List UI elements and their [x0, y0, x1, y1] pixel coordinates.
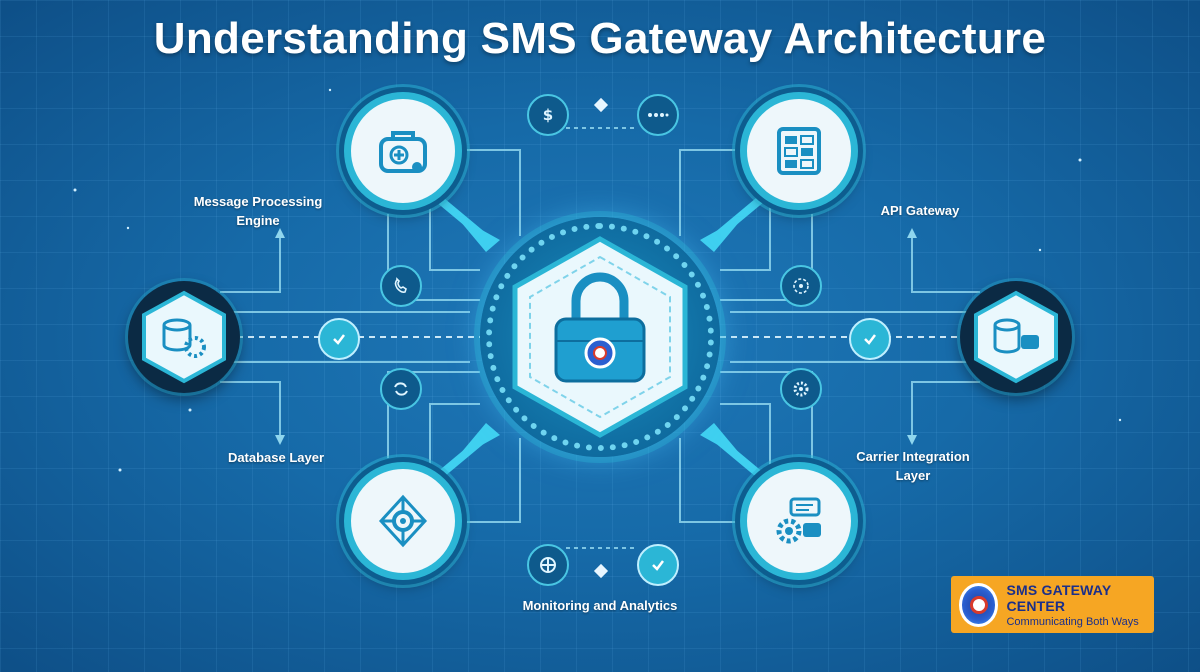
sync-mini-icon [380, 368, 422, 410]
radar-mini-icon [780, 265, 822, 307]
page-title: Understanding SMS Gateway Architecture [153, 14, 1047, 63]
carrier-integration-label: Carrier Integration Layer [856, 449, 970, 483]
message-processing-label: Message Processing Engine [193, 194, 323, 228]
grid-mini-icon [527, 544, 569, 586]
secure-database-lock-icon [512, 236, 688, 438]
api-gateway-label: API Gateway [880, 203, 960, 218]
carrier-gear-icon [776, 497, 821, 544]
dots-mini-icon [637, 94, 679, 136]
hub-tick-ring [486, 223, 714, 451]
monitoring-label: Monitoring and Analytics [522, 598, 678, 613]
brand-tagline: Communicating Both Ways [1006, 615, 1139, 628]
server-rack-icon [777, 127, 821, 175]
currency-mini-icon: $ [527, 94, 569, 136]
message-processing-node[interactable] [344, 92, 462, 210]
left-check-icon [318, 318, 360, 360]
database-gear-icon [142, 290, 226, 384]
right-service-node[interactable] [960, 281, 1072, 393]
network-nodes-icon [378, 494, 428, 548]
settings-mini-icon [780, 368, 822, 410]
left-service-node[interactable] [128, 281, 240, 393]
check-mini-icon [637, 544, 679, 586]
brand-logo-icon [959, 582, 999, 627]
database-layer-node[interactable] [344, 462, 462, 580]
central-hub [480, 217, 720, 457]
brand-logo[interactable]: SMS GATEWAY CENTER Communicating Both Wa… [951, 576, 1154, 633]
carrier-integration-node[interactable] [740, 462, 858, 580]
api-gateway-node[interactable] [740, 92, 858, 210]
locked-message-bag-icon [379, 131, 427, 173]
database-cloud-icon [974, 290, 1058, 384]
database-layer-label: Database Layer [227, 450, 325, 465]
svg-text:$: $ [543, 106, 553, 124]
brand-name: SMS GATEWAY CENTER [1006, 581, 1112, 614]
phone-mini-icon [380, 265, 422, 307]
right-check-icon [849, 318, 891, 360]
